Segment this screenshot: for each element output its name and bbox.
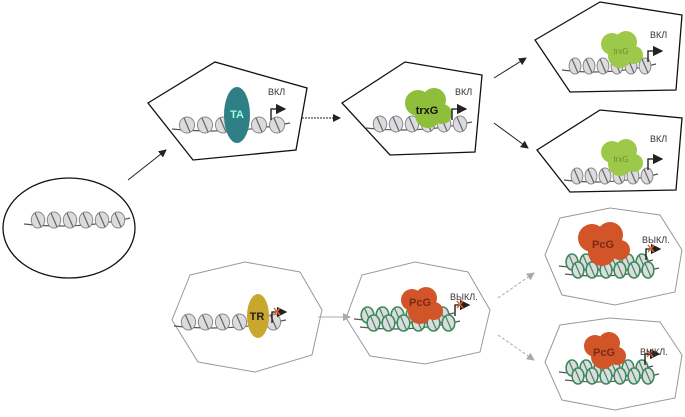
promoter-arrow-off-2 [454, 299, 471, 316]
on-label-1: ВКЛ [268, 87, 285, 97]
pcg-label-daughter-2: PcG [593, 347, 615, 359]
promoter-arrow-on-3 [647, 45, 664, 62]
chromatin-daughter-2 [563, 167, 659, 185]
trxg-label-daughter-1: trxG [613, 47, 628, 56]
cell-trxg [341, 61, 483, 156]
cell-repressor [171, 261, 323, 373]
arrow-trxg-to-daughter-1 [493, 57, 527, 79]
arrow-pcg-to-daughter-1 [497, 272, 535, 299]
pcg-protein-daughter-1 [578, 222, 630, 266]
chromatin-pcg [353, 306, 461, 332]
arrow-to-activator [127, 149, 167, 181]
arrow-trxg-to-daughter-2 [493, 122, 529, 149]
cell-pcg-daughter-2 [544, 317, 683, 411]
tr-protein [247, 294, 269, 338]
promoter-arrow-off-4 [644, 348, 661, 365]
chromatin-initial [23, 211, 131, 229]
cell-pcg [345, 261, 491, 365]
arrow-pcg-to-daughter-2 [497, 334, 535, 361]
tr-label: TR [250, 311, 265, 323]
initial-cell [2, 177, 136, 279]
pcg-label: PcG [409, 297, 431, 309]
promoter-arrow-off-3 [645, 243, 662, 260]
off-label-1: ВЫКЛ. [450, 292, 478, 302]
trxg-protein [405, 88, 452, 128]
ta-protein [224, 87, 250, 143]
cell-pcg-daughter-1 [544, 207, 683, 306]
trxg-label-daughter-2: trxG [613, 155, 628, 164]
trxg-protein-daughter-1 [601, 31, 643, 68]
promoter-arrow-off-1 [271, 306, 288, 323]
off-label-2: ВЫКЛ. [642, 235, 670, 245]
pcg-protein [401, 287, 443, 324]
on-label-3: ВКЛ [650, 30, 667, 40]
cell-trxg-daughter-1 [534, 1, 683, 93]
trxg-protein-daughter-2 [601, 139, 643, 176]
on-label-2: ВКЛ [455, 87, 472, 97]
cell-activator [147, 61, 308, 161]
promoter-arrow-on-1 [270, 103, 287, 120]
ta-label: TA [230, 109, 244, 121]
on-label-4: ВКЛ [650, 134, 667, 144]
promoter-arrow-on-2 [451, 103, 468, 120]
off-label-3: ВЫКЛ. [640, 347, 668, 357]
pcg-protein-daughter-2 [584, 332, 626, 369]
promoter-arrow-on-4 [647, 153, 664, 170]
cell-trxg-daughter-2 [536, 109, 683, 193]
chromatin-repressor [173, 313, 287, 331]
trxg-label: trxG [416, 105, 439, 117]
pcg-label-daughter-1: PcG [592, 239, 614, 251]
